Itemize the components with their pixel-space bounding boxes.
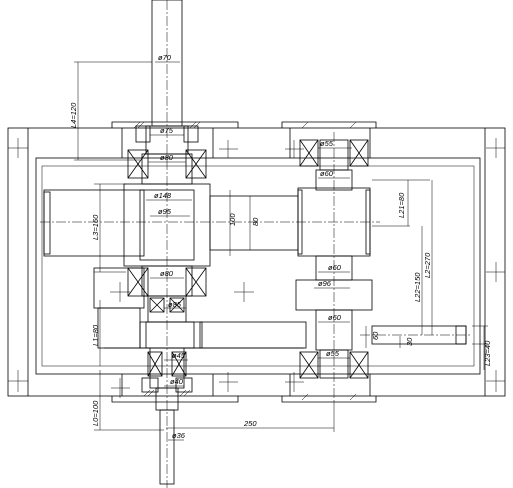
dimension-lines xyxy=(74,61,488,441)
label-small-gear-dia: ø85 xyxy=(168,300,182,309)
label-output-shaft-dia: ø36 xyxy=(172,431,186,440)
label-L1: L1=80 xyxy=(91,324,100,346)
label-len-30: 30 xyxy=(405,337,414,346)
label-right-mid-dia1: ø60 xyxy=(328,263,342,272)
label-seal-top-dia: ø80 xyxy=(160,153,174,162)
housing-bosses xyxy=(111,121,377,403)
input-shaft-bearings xyxy=(127,149,207,377)
label-right-top-bearing-dia: ø55 xyxy=(320,139,334,148)
label-right-bottom-bearing-dia: ø55 xyxy=(326,349,340,358)
label-L3: L3=160 xyxy=(91,214,100,240)
label-len-60: 60 xyxy=(371,331,380,340)
housing-outline xyxy=(7,127,506,397)
label-shaft-input-dia: ø70 xyxy=(158,53,172,62)
input-shaft xyxy=(123,0,211,488)
label-len-250: 250 xyxy=(243,419,257,428)
label-len-100: 100 xyxy=(228,213,237,226)
label-right-gear-dia: ø96 xyxy=(318,279,332,288)
label-bearing-top-dia: ø75 xyxy=(160,126,174,135)
small-gear-pair xyxy=(93,267,307,349)
label-L0: L0=100 xyxy=(91,400,100,426)
label-L21: L21=80 xyxy=(397,192,406,218)
label-L2: L2=270 xyxy=(423,252,432,278)
right-shaft-bearings xyxy=(299,139,369,379)
bolt-markers xyxy=(8,138,505,398)
label-gear-hub-dia: ø148 xyxy=(154,191,172,200)
dimension-labels: ø70 ø75 ø80 ø148 ø95 ø80 ø85 ø45 ø40 ø36… xyxy=(69,53,492,440)
label-shaft-mid-dia: ø95 xyxy=(158,207,172,216)
label-bottom-seal-dia: ø40 xyxy=(170,377,184,386)
label-len-80: 80 xyxy=(251,217,260,226)
label-L22: L22=150 xyxy=(413,272,422,302)
hatching xyxy=(133,121,357,401)
label-bottom-bearing-dia: ø45 xyxy=(172,351,186,360)
label-bearing-low-dia: ø80 xyxy=(160,269,174,278)
label-L4: L4=120 xyxy=(69,102,78,128)
right-shaft xyxy=(295,132,472,400)
label-L23: L23=40 xyxy=(483,340,492,366)
label-right-mid-dia2: ø60 xyxy=(328,313,342,322)
label-right-seal-dia: ø60 xyxy=(320,169,334,178)
